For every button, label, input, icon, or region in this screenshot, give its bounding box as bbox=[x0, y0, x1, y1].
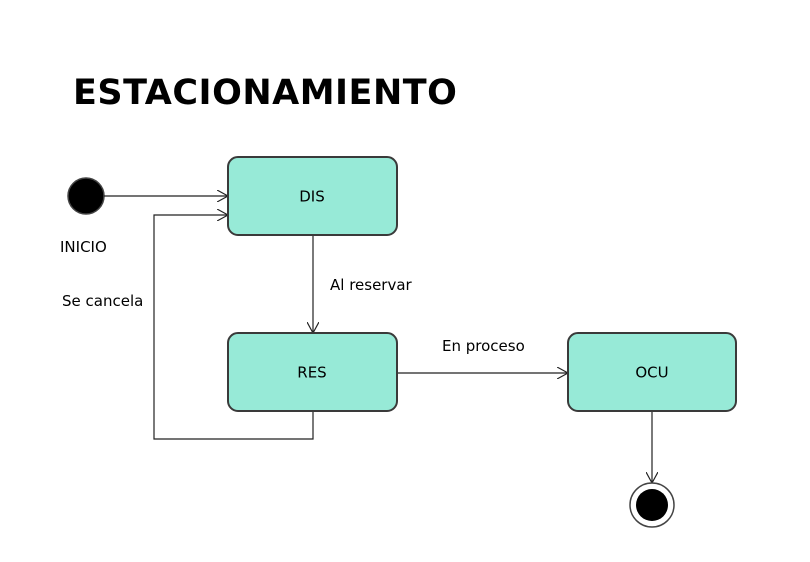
state-ocu-label: OCU bbox=[635, 364, 668, 382]
state-res-box bbox=[227, 332, 398, 412]
initial-state-label: INICIO bbox=[60, 238, 107, 256]
edge-res-to-dis bbox=[153, 215, 314, 440]
transition-label-al-reservar: Al reservar bbox=[330, 276, 413, 294]
state-dis-label: DIS bbox=[299, 188, 325, 206]
initial-state-node bbox=[67, 177, 105, 215]
state-ocu-box bbox=[567, 332, 737, 412]
final-state-node bbox=[629, 482, 675, 528]
transition-label-en-proceso: En proceso bbox=[442, 337, 525, 355]
final-state-inner-dot bbox=[636, 489, 668, 521]
state-res-label: RES bbox=[297, 364, 326, 382]
state-dis: DIS bbox=[227, 156, 398, 236]
state-dis-box bbox=[227, 156, 398, 236]
state-res: RES bbox=[227, 332, 398, 412]
diagram-title: ESTACIONAMIENTO bbox=[73, 73, 457, 113]
state-ocu: OCU bbox=[567, 332, 737, 412]
transition-label-se-cancela: Se cancela bbox=[62, 292, 143, 310]
